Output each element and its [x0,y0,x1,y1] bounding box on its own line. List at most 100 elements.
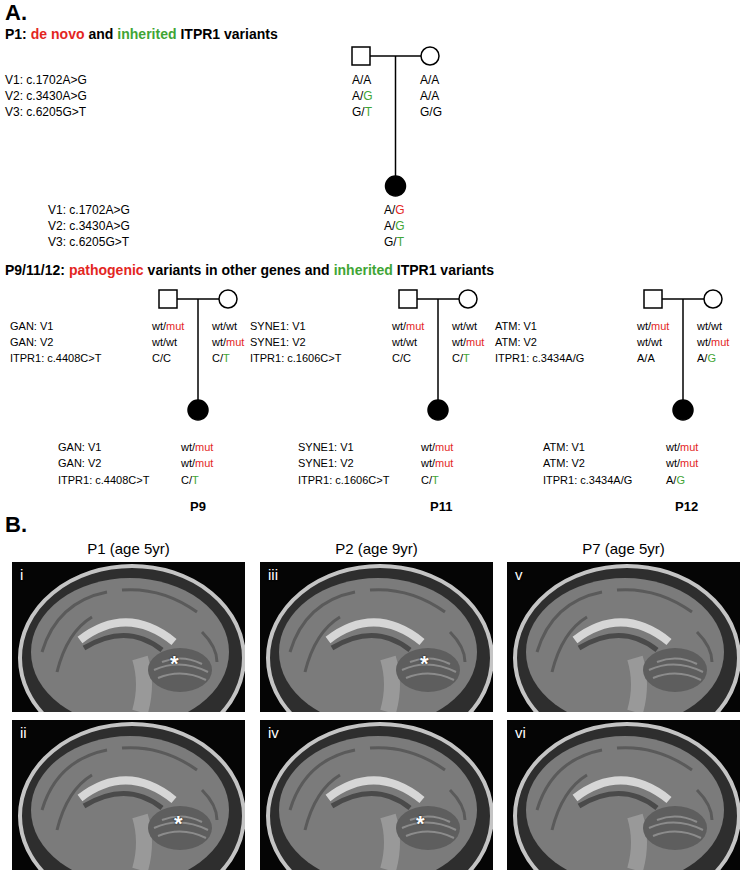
pedigree-p12 [644,290,722,420]
patient-id: P9 [190,500,206,515]
variant-label: ATM: V1 [543,441,585,454]
genotype-allele: mut [166,320,184,333]
variant-label: GAN: V1 [58,441,101,454]
panel-numeral: v [515,567,523,584]
variant-label: SYNE1: V1 [298,441,354,454]
variant-label: ITPR1: c.4408C>T [58,474,149,487]
variant-label: ATM: V1 [495,320,537,333]
genotype-allele: G [363,90,372,104]
genotype-allele: T [432,474,439,487]
variant-label: V1: c.1702A>G [48,204,130,218]
lesion-asterisk: * [420,652,429,676]
genotype-allele: mut [680,441,698,454]
genotype-allele: T [365,106,372,120]
pedigree-p1 [352,47,439,196]
variant-label: ITPR1: c.3434A/G [495,352,584,365]
genotype-allele: mut [711,336,729,349]
genotype: wt/ [666,441,680,454]
genotype-allele: G [395,220,404,234]
panel-numeral: iii [268,567,278,584]
mri-panel: ii * [12,720,245,870]
genotype-allele: mut [195,457,213,470]
lesion-asterisk: * [170,652,179,676]
genotype-allele: mut [406,320,424,333]
genotype: G/ [352,106,365,120]
section-title: and [88,26,113,42]
genotype: wt/wt [697,320,722,333]
panel-numeral: ii [20,725,27,742]
genotype-allele: G [676,474,685,487]
genotype: A/ [352,90,363,104]
genotype: G/G [420,106,442,120]
panel-numeral: i [20,567,23,584]
patient-id: P12 [675,500,698,515]
genotype: G/ [384,236,397,250]
mri-panel: vi [507,720,740,870]
genotype: C/C [152,352,171,365]
mri-image [12,720,245,879]
genotype-allele: mut [466,336,484,349]
variant-label: GAN: V2 [10,336,53,349]
genotype: wt/ [666,457,680,470]
mri-panel: v [507,562,740,712]
variant-label: SYNE1: V1 [250,320,306,333]
genotype: C/ [421,474,432,487]
mri-image [507,720,740,879]
genotype: C/ [452,352,463,365]
column-header: P7 (age 5yr) [582,540,665,557]
panel-numeral: vi [515,725,526,742]
variant-label: V1: c.1702A>G [5,74,87,88]
variant-label: ITPR1: c.1606C>T [250,352,341,365]
panel-letter: B. [5,512,27,537]
genotype: wt/ [452,336,466,349]
variant-label: V2: c.3430A>G [48,220,130,234]
variant-label: ATM: V2 [495,336,537,349]
mri-panel: i* [12,562,245,712]
genotype: wt/ [421,441,435,454]
variant-label: V3: c.6205G>T [48,236,129,250]
section-title: inherited [334,262,393,278]
genotype: C/ [181,474,192,487]
variant-label: ITPR1: c.3434A/G [543,474,632,487]
genotype-allele: mut [195,441,213,454]
mri-panel: iii * [260,562,493,712]
genotype: wt/ [152,320,166,333]
genotype: A/A [420,74,439,88]
section-title: pathogenic [69,262,144,278]
genotype: A/A [352,74,371,88]
section-title: ITPR1 variants [397,262,494,278]
genotype-allele: mut [435,441,453,454]
genotype: wt/ [181,441,195,454]
genotype: A/A [420,90,439,104]
genotype: wt/wt [152,336,177,349]
genotype: wt/wt [212,320,237,333]
mri-panel: iv * [260,720,493,870]
genotype-allele: T [397,236,404,250]
section-title: variants in other genes and [148,262,330,278]
genotype: wt/ [637,320,651,333]
section-title: P9/11/12: [5,262,65,278]
variant-label: SYNE1: V2 [298,457,354,470]
genotype-allele: mut [680,457,698,470]
genotype: wt/ [697,336,711,349]
genotype: A/ [384,220,395,234]
genotype-allele: T [463,352,470,365]
section-title: inherited [117,26,176,42]
section-title: P1: [5,26,27,42]
patient-id: P11 [430,500,452,515]
variant-label: GAN: V2 [58,457,101,470]
genotype: wt/wt [392,336,417,349]
variant-label: ATM: V2 [543,457,585,470]
genotype-allele: T [223,352,230,365]
genotype: A/ [666,474,676,487]
lesion-asterisk: * [416,812,425,836]
genotype: A/A [637,352,655,365]
genotype-allele: G [707,352,716,365]
genotype: A/ [697,352,707,365]
genotype: wt/ [212,336,226,349]
panel-numeral: iv [268,725,279,742]
lesion-asterisk: * [174,812,183,836]
genotype: C/C [392,352,411,365]
